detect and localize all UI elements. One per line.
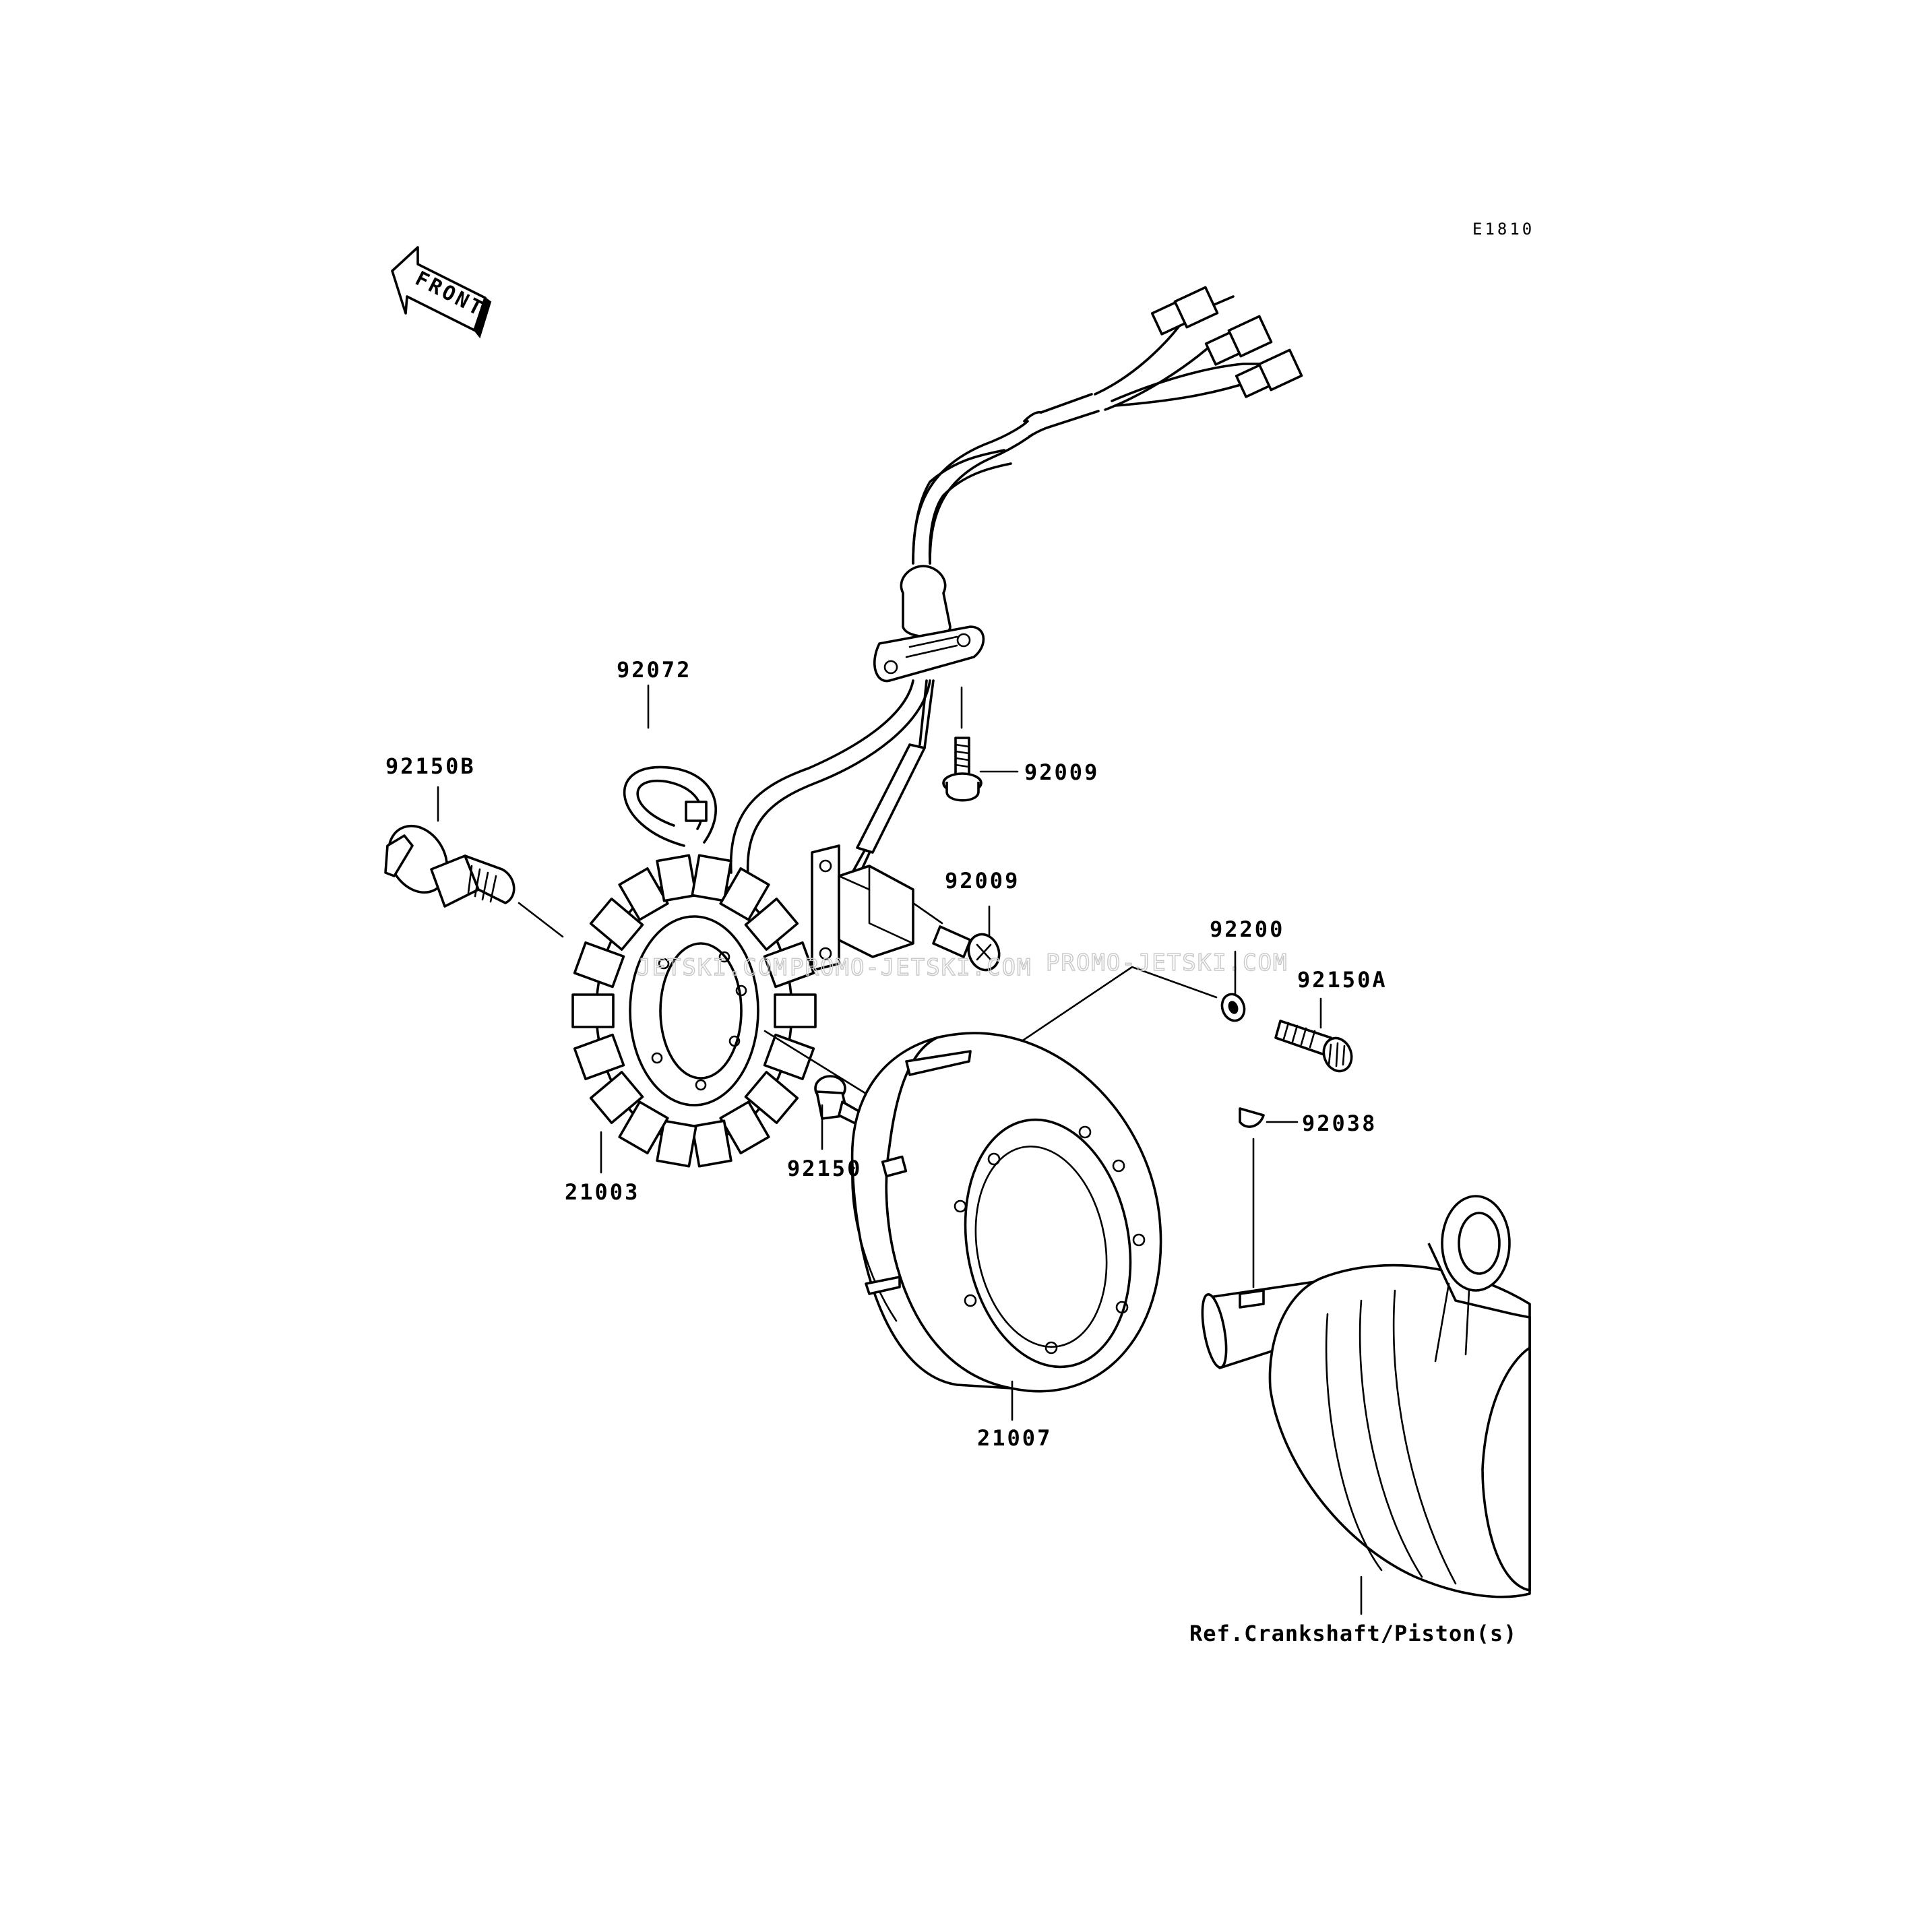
stator-tooth: [656, 1119, 697, 1168]
front-arrow-icon: FRONT: [391, 246, 492, 339]
leader-lines: [437, 684, 1363, 1615]
washer-part: [1220, 993, 1246, 1022]
stator-tooth: [691, 1119, 733, 1168]
callout-pickup-screw: 92009: [945, 868, 1020, 894]
flywheel-pin-part: [814, 1075, 904, 1140]
callout-cable-clamp: 92072: [617, 657, 691, 683]
callout-flywheel: 21007: [977, 1425, 1052, 1451]
callout-woodruff-key: 92038: [1302, 1111, 1377, 1136]
cable-clamp-part: [623, 766, 717, 847]
stator-tooth: [589, 1071, 644, 1125]
pickup-coil: [811, 844, 914, 972]
callout-washer: 92200: [1210, 916, 1284, 942]
stator-part: [571, 854, 817, 1168]
woodruff-key-part: [1239, 1107, 1299, 1288]
watermark-1: JETSKI.COM: [637, 954, 788, 981]
stator-tooth: [691, 854, 733, 902]
pickup-screw-part: [912, 902, 1001, 972]
watermark-3: PROMO-JETSKI.COM: [1046, 949, 1288, 976]
stator-tooth: [774, 993, 817, 1028]
stator-tooth: [744, 1071, 799, 1125]
stator-tooth: [618, 1100, 669, 1154]
grommet-screw-part: [942, 686, 983, 802]
crankshaft-reference: [1201, 1195, 1531, 1598]
stator-tooth: [618, 867, 669, 921]
watermark-2: PROMO-JETSKI.COM: [790, 954, 1032, 981]
callout-grommet-screw: 92009: [1024, 759, 1099, 785]
callout-stator: 21003: [565, 1179, 640, 1205]
flywheel-part: [850, 1032, 1162, 1393]
callout-flywheel-bolt: 92150A: [1297, 967, 1388, 993]
stator-lead-cable: [729, 449, 1012, 881]
wiring-harness: [912, 286, 1303, 565]
stator-bolt-part: [384, 824, 564, 938]
stator-tooth: [573, 941, 625, 989]
stator-tooth: [571, 993, 615, 1028]
callout-stator-bolt: 92150B: [385, 753, 476, 779]
stator-tooth: [719, 1100, 770, 1154]
stator-tooth: [719, 867, 770, 921]
diagram-code: E1810: [1472, 220, 1534, 239]
flywheel-bolt-part: [1274, 1020, 1353, 1073]
reference-note: Ref.Crankshaft/Piston(s): [1189, 1621, 1517, 1646]
stator-tooth: [656, 854, 697, 902]
stator-tooth: [763, 1033, 815, 1081]
callout-flywheel-pin: 92150: [787, 1156, 862, 1181]
stator-tooth: [763, 941, 815, 989]
stator-tooth: [573, 1033, 625, 1081]
stator-tooth: [744, 897, 799, 951]
stator-tooth: [589, 897, 644, 951]
